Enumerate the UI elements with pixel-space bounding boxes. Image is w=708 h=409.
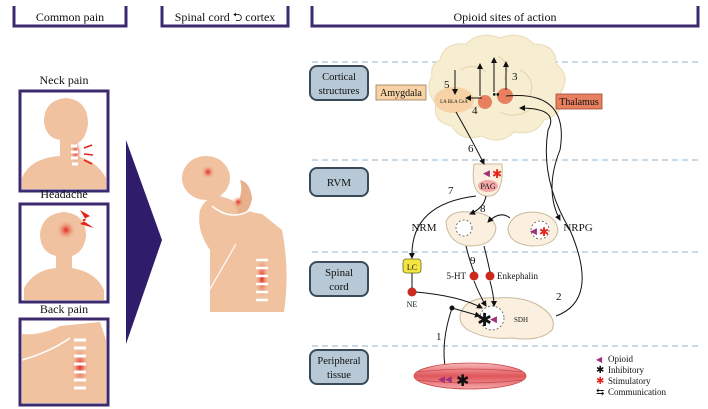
header-spinal-cortex-label: Spinal cord ⮌ cortex: [175, 10, 276, 24]
pag-structure: PAG ◀ ✱: [472, 163, 503, 197]
enkephalin-node: [485, 271, 495, 281]
svg-text:◀: ◀: [530, 226, 537, 236]
5ht-label: 5-HT: [447, 271, 467, 281]
legend: ◀ Opioid ✱ Inhibitory ✱ Stimulatory ⇆ Co…: [596, 354, 666, 398]
5ht-node: [469, 271, 479, 281]
cortical-arrows: [452, 57, 509, 101]
neck-pain-panel: [18, 89, 110, 193]
level-box-peripheral: Peripheral tissue: [309, 349, 369, 385]
level-box-rvm: RVM: [309, 167, 369, 197]
communication-icon: ⇆: [596, 387, 604, 398]
ne-label: NE: [407, 300, 418, 309]
pointer-triangle: [126, 140, 162, 344]
back-pain-panel: [18, 317, 110, 407]
svg-text:LC: LC: [407, 263, 417, 272]
svg-text:Inhibitory: Inhibitory: [608, 365, 644, 375]
inhibitory-icon: ✱: [596, 365, 604, 376]
svg-text:◀: ◀: [490, 314, 497, 324]
svg-text:cord: cord: [329, 281, 349, 293]
lc-node: LC: [402, 258, 422, 274]
svg-text:✱: ✱: [539, 225, 549, 239]
pathway-numbers: 1 2 3 4 5 6 7 8 9: [436, 71, 562, 343]
svg-text:Cortical: Cortical: [322, 72, 356, 83]
svg-text:structures: structures: [319, 86, 360, 97]
amygdala-label-box: Amygdala: [375, 84, 427, 101]
nrm-structure: [445, 211, 497, 247]
svg-text:RVM: RVM: [327, 177, 351, 189]
header-common-pain: Common pain: [12, 6, 128, 28]
svg-text:◀◀: ◀◀: [438, 374, 452, 384]
pathway-number-8: 8: [480, 203, 486, 215]
svg-text:Communication: Communication: [608, 387, 666, 397]
level-box-spinal: Spinal cord: [309, 261, 369, 297]
header-common-pain-label: Common pain: [36, 10, 104, 24]
pathway-number-7: 7: [448, 185, 454, 197]
amygdala-region: [434, 87, 474, 113]
svg-text:••: ••: [492, 90, 500, 101]
stimulatory-icon: ✱: [596, 376, 604, 387]
pathway-number-3: 3: [512, 71, 518, 83]
header-spinal-cortex: Spinal cord ⮌ cortex: [160, 6, 290, 28]
pathway-number-6: 6: [468, 143, 474, 155]
muscle-tissue: ◀◀ ✱: [413, 362, 527, 390]
headache-label: Headache: [40, 187, 87, 201]
pathway-number-5: 5: [444, 79, 450, 91]
opioid-icon: ◀: [596, 355, 603, 364]
back-pain-label: Back pain: [40, 302, 88, 316]
svg-text:✱: ✱: [492, 167, 502, 181]
pathway-number-4: 4: [472, 105, 478, 117]
brain: LA BLA CeA ••: [428, 34, 566, 141]
svg-text:Thalamus: Thalamus: [559, 97, 599, 108]
pathway-number-9: 9: [470, 255, 476, 267]
thalamus-label-box: Thalamus: [555, 93, 603, 110]
ne-node: [407, 287, 417, 297]
svg-text:LA BLA CeA: LA BLA CeA: [440, 100, 468, 105]
header-opioid-sites-label: Opioid sites of action: [454, 10, 557, 24]
headache-panel: [18, 202, 110, 304]
svg-text:Opioid: Opioid: [608, 354, 634, 364]
svg-text:Spinal: Spinal: [325, 267, 353, 279]
pathway-number-2: 2: [556, 291, 562, 303]
thalamus-region-left: [478, 95, 492, 109]
sdh-structure: ✱ ◀ SDH: [459, 297, 554, 340]
center-figure: [182, 156, 287, 312]
nrpg-structure: ◀ ✱: [507, 211, 559, 247]
nrpg-label: NRPG: [563, 222, 592, 234]
svg-text:◀: ◀: [483, 168, 490, 178]
svg-text:Amygdala: Amygdala: [380, 88, 422, 99]
header-opioid-sites: Opioid sites of action: [310, 6, 700, 28]
svg-text:tissue: tissue: [327, 370, 351, 381]
svg-text:PAG: PAG: [480, 182, 495, 191]
svg-text:SDH: SDH: [514, 316, 528, 324]
svg-text:✱: ✱: [456, 373, 469, 390]
thalamus-region-right: [497, 88, 513, 104]
level-box-cortical: Cortical structures: [309, 65, 369, 101]
pathway-number-1: 1: [436, 331, 442, 343]
svg-text:Peripheral: Peripheral: [317, 356, 360, 367]
nrm-label: NRM: [411, 222, 436, 234]
pathway-lines: [408, 94, 583, 383]
svg-text:Stimulatory: Stimulatory: [608, 376, 651, 386]
neck-pain-label: Neck pain: [40, 73, 89, 87]
enkephalin-label: Enkephalin: [497, 271, 538, 281]
